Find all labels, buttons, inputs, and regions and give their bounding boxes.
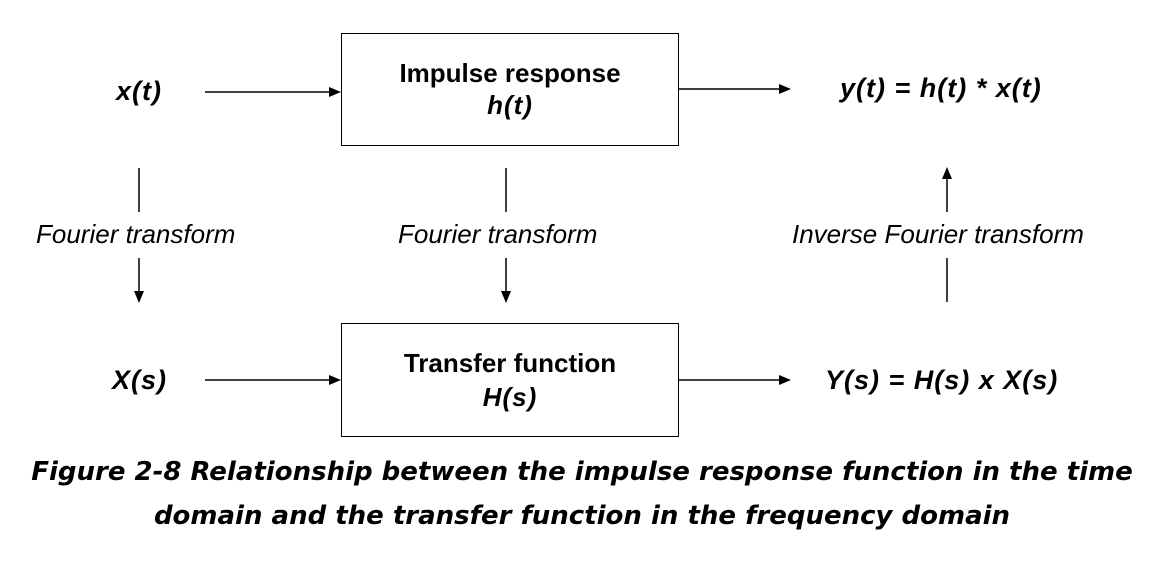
middle-fourier-arrowhead — [501, 291, 511, 303]
inverse-fourier-arrowhead — [942, 167, 952, 179]
label-fourier-transform-left: Fourier transform — [36, 219, 236, 249]
impulse-response-box: Impulse response h(t) — [341, 33, 679, 146]
arrowhead-xt-to-impulse — [329, 87, 341, 97]
transfer-function-title: Transfer function — [403, 348, 617, 378]
arrowhead-Xs-to-transfer — [329, 375, 341, 385]
node-y-t-equation: y(t) = h(t) * x(t) — [840, 73, 1042, 103]
label-inverse-fourier-transform: Inverse Fourier transform — [792, 219, 1084, 249]
node-X-s: X(s) — [112, 365, 168, 395]
connector-arrows — [134, 84, 952, 385]
caption-line-1: Figure 2-8 Relationship between the impu… — [31, 457, 1133, 487]
caption-line-2: domain and the transfer function in the … — [153, 501, 1011, 531]
figure-caption: Figure 2-8 Relationship between the impu… — [0, 450, 1164, 538]
transfer-function-box: Transfer function H(s) — [341, 323, 679, 437]
label-fourier-transform-middle: Fourier transform — [398, 219, 598, 249]
arrowhead-transfer-to-Ys — [779, 375, 791, 385]
left-fourier-arrowhead — [134, 291, 144, 303]
block-diagram: x(t) Impulse response h(t) y(t) = h(t) *… — [36, 33, 1084, 437]
impulse-response-title: Impulse response — [399, 58, 621, 88]
impulse-response-symbol: h(t) — [487, 90, 533, 120]
node-Y-s-equation: Y(s) = H(s) x X(s) — [825, 365, 1059, 395]
transfer-function-symbol: H(s) — [482, 382, 538, 412]
arrowhead-impulse-to-yt — [779, 84, 791, 94]
node-x-t: x(t) — [116, 76, 162, 106]
